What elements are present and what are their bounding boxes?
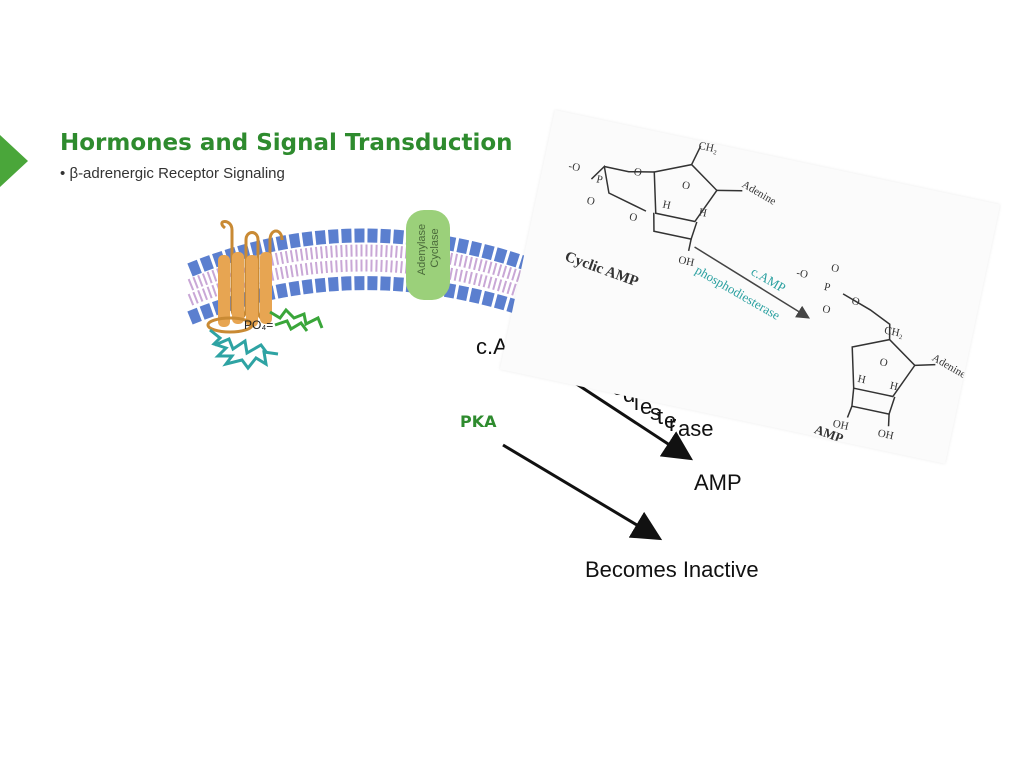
amp-oh2-label: OH bbox=[877, 427, 895, 442]
cyclic-p-label: P bbox=[595, 173, 603, 186]
cyclic-ominus-label: -O bbox=[567, 160, 581, 174]
becomes-inactive-label: Becomes Inactive bbox=[585, 557, 759, 582]
amp-h2-label: H bbox=[889, 380, 899, 393]
camp-hydrolysis-diagram: CH₂ O O P -O O O H H OH Adenine Cyclic A… bbox=[499, 110, 1001, 464]
amp-p-label: P bbox=[823, 281, 831, 294]
amp-o3-label: O bbox=[851, 295, 861, 308]
enzyme-label-line1: c.AMP bbox=[749, 264, 789, 296]
adenylase-label: Adenylase bbox=[416, 224, 428, 275]
cyclic-o2-label: O bbox=[586, 195, 596, 208]
cyclic-o1-label: O bbox=[633, 166, 643, 179]
subtitle: • β-adrenergic Receptor Signaling bbox=[60, 165, 285, 182]
amp-structure bbox=[842, 293, 936, 427]
cyclic-amp-name: Cyclic AMP bbox=[563, 249, 641, 290]
adenylate-cyclase: Adenylase Cyclase bbox=[406, 210, 450, 300]
phosphate-label: PO₄= bbox=[244, 318, 273, 332]
amp-adenine-label: Adenine bbox=[930, 352, 968, 381]
slide-marker-arrow bbox=[0, 135, 28, 187]
bullet-marker: • bbox=[60, 165, 66, 182]
cyclic-amp-structure bbox=[590, 145, 743, 252]
pka-label: PKA bbox=[460, 412, 497, 431]
amp-ch2-label: CH₂ bbox=[883, 324, 904, 340]
slide-title: Hormones and Signal Transduction bbox=[60, 130, 513, 156]
g-protein-complex bbox=[209, 307, 324, 371]
beta-adrenergic-receptor bbox=[206, 220, 284, 334]
cyclic-ring-o-label: O bbox=[681, 179, 691, 192]
amp-h1-label: H bbox=[856, 373, 866, 386]
cyclic-oh-label: OH bbox=[677, 254, 695, 269]
amp-ominus-label: -O bbox=[795, 267, 809, 281]
amp-o2-label: O bbox=[821, 303, 831, 316]
cyclic-ch2-label: CH₂ bbox=[697, 140, 718, 156]
pka-to-inactive-arrow bbox=[502, 443, 663, 541]
cyclic-h1-label: H bbox=[661, 199, 671, 212]
cyclic-adenine-label: Adenine bbox=[740, 179, 778, 208]
amp-o1-label: O bbox=[830, 262, 840, 275]
cyclic-h2-label: H bbox=[698, 206, 708, 219]
amp-oh1-label: OH bbox=[832, 418, 850, 433]
membrane-illustration: Adenylase Cyclase PO₄= bbox=[187, 210, 664, 375]
cyclase-label: Cyclase bbox=[429, 228, 441, 267]
cyclic-o3-label: O bbox=[628, 211, 638, 224]
amp-ring-o-label: O bbox=[878, 356, 888, 369]
amp-label: AMP bbox=[694, 470, 742, 495]
subtitle-text: β-adrenergic Receptor Signaling bbox=[69, 165, 285, 182]
hydrolysis-arrow bbox=[694, 246, 811, 319]
reaction-structures: CH₂ O O P -O O O H H OH Adenine Cyclic A… bbox=[563, 140, 969, 446]
svg-text:Adenylase Cyclase: Adenylase Cyclase bbox=[416, 221, 441, 275]
